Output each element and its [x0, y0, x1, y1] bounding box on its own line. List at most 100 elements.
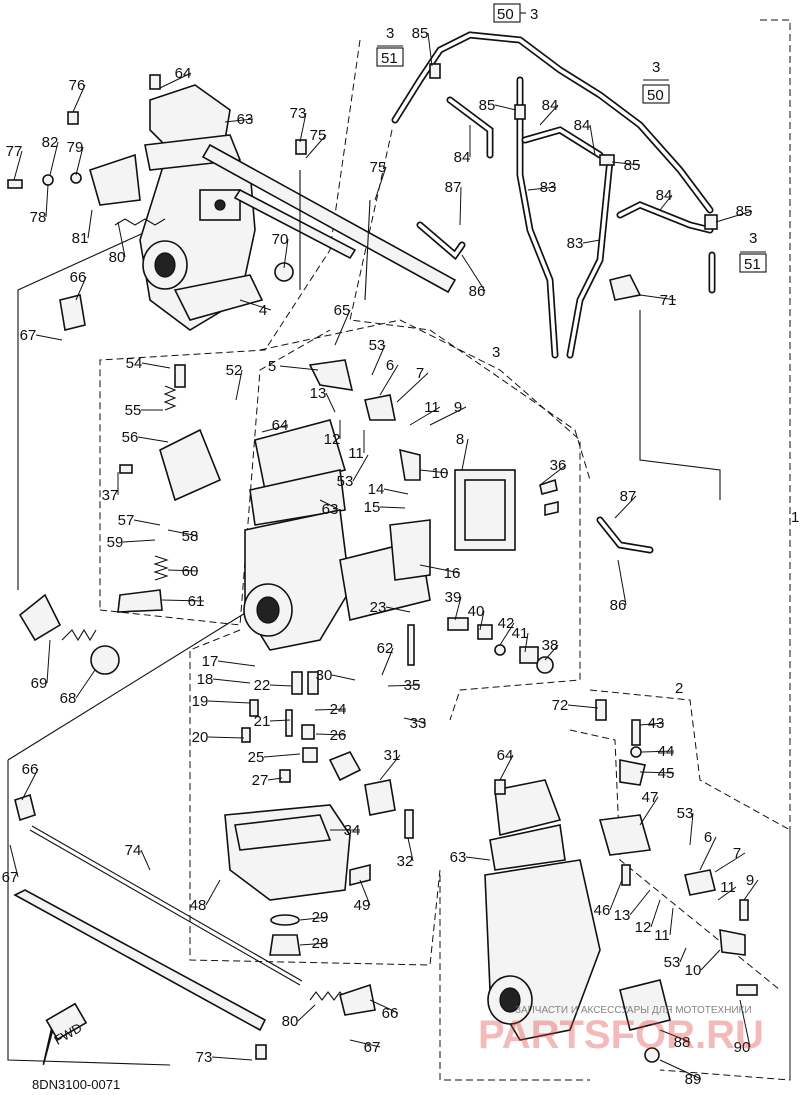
- part-number-77: 77: [6, 143, 23, 160]
- part-number-59: 59: [107, 534, 124, 551]
- float-bowl: [224, 804, 351, 956]
- part-number-58: 58: [182, 528, 199, 545]
- part-number-73: 73: [290, 105, 307, 122]
- leader-line: [387, 684, 421, 687]
- part-number-53: 53: [677, 805, 694, 822]
- part-number-13: 13: [614, 907, 631, 924]
- leader-line: [641, 750, 675, 753]
- part-number-86: 86: [469, 283, 486, 300]
- part-number-89: 89: [685, 1071, 702, 1088]
- leader-line: [383, 488, 409, 495]
- leader-line: [385, 606, 411, 613]
- leader-line: [269, 684, 293, 687]
- part-number-80: 80: [109, 249, 126, 266]
- part-number-85: 85: [736, 203, 753, 220]
- part-number-68: 68: [60, 690, 77, 707]
- assembly-label-3: 3: [492, 344, 500, 361]
- leader-line: [629, 889, 651, 916]
- part-number-69: 69: [31, 675, 48, 692]
- part-number-85: 85: [479, 97, 496, 114]
- part-number-14: 14: [368, 481, 385, 498]
- diagram-code: 8DN3100-0071: [32, 1077, 120, 1092]
- leader-line: [715, 210, 753, 223]
- part-number-4: 4: [259, 302, 267, 319]
- part-number-27: 27: [252, 772, 269, 789]
- ref-box-left: 3 51: [376, 25, 404, 67]
- leader-line: [454, 596, 462, 621]
- part-number-61: 61: [188, 593, 205, 610]
- part-number-88: 88: [674, 1034, 691, 1051]
- leader-line: [75, 276, 87, 301]
- assembly-label-1: 1: [791, 509, 799, 526]
- leader-line: [743, 879, 759, 901]
- leader-line: [299, 112, 307, 143]
- ref-box-far-right-bottom: 51: [744, 256, 761, 273]
- part-number-84: 84: [542, 97, 559, 114]
- leader-line: [379, 754, 401, 781]
- part-number-26: 26: [330, 727, 347, 744]
- leader-line: [235, 369, 243, 401]
- leader-line: [379, 506, 406, 509]
- leader-line: [429, 406, 467, 426]
- leader-line: [349, 1039, 381, 1048]
- part-number-6: 6: [704, 829, 712, 846]
- part-number-25: 25: [248, 749, 265, 766]
- part-number-10: 10: [685, 962, 702, 979]
- ref-box-right: 3 50: [642, 59, 670, 104]
- assembly-label-2: 2: [675, 680, 683, 697]
- watermark-subtitle: ЗАПЧАСТИ И АКСЕССУАРЫ ДЛЯ МОТОТЕХНИКИ: [515, 1005, 752, 1016]
- part-number-35: 35: [404, 677, 421, 694]
- part-number-56: 56: [122, 429, 139, 446]
- leader-line: [407, 837, 414, 862]
- leader-line: [494, 104, 517, 111]
- part-number-10: 10: [432, 465, 449, 482]
- leader-line: [133, 519, 161, 526]
- leader-line: [334, 309, 351, 346]
- leader-line: [87, 209, 93, 239]
- ref-box-right-top: 3: [652, 59, 660, 76]
- leader-line: [212, 678, 251, 684]
- part-number-30: 30: [316, 667, 333, 684]
- leader-line: [369, 999, 399, 1014]
- part-number-81: 81: [72, 230, 89, 247]
- ref-box-far-right-top: 3: [749, 230, 757, 247]
- part-number-84: 84: [454, 149, 471, 166]
- ref-box-top-number: 50: [497, 6, 514, 23]
- part-number-17: 17: [202, 653, 219, 670]
- part-number-74: 74: [125, 842, 142, 859]
- leader-line: [639, 771, 675, 774]
- part-number-85: 85: [624, 157, 641, 174]
- part-number-12: 12: [635, 919, 652, 936]
- leader-line: [159, 72, 192, 89]
- assembly-boundaries: [99, 19, 791, 1081]
- leader-line: [609, 879, 623, 911]
- leader-line: [352, 454, 369, 482]
- part-number-65: 65: [334, 302, 351, 319]
- ref-box-right-bottom: 50: [647, 87, 664, 104]
- carburetor-top: [89, 84, 264, 331]
- part-number-42: 42: [498, 615, 515, 632]
- leader-line: [263, 753, 301, 758]
- part-number-19: 19: [192, 693, 209, 710]
- leader-line: [269, 719, 291, 722]
- part-number-21: 21: [254, 713, 271, 730]
- part-number-41: 41: [512, 625, 529, 642]
- part-number-48: 48: [190, 897, 207, 914]
- leader-line: [239, 299, 272, 311]
- part-number-87: 87: [445, 179, 462, 196]
- leader-line: [207, 736, 245, 739]
- leader-line: [299, 942, 329, 946]
- part-number-83: 83: [540, 179, 557, 196]
- part-number-7: 7: [733, 845, 741, 862]
- carburetor-middle: [243, 419, 516, 651]
- part-number-11: 11: [654, 927, 670, 944]
- leader-line: [297, 1004, 316, 1022]
- throttle-rod: [13, 825, 303, 1032]
- leader-line: [659, 1029, 691, 1043]
- part-number-45: 45: [658, 765, 675, 782]
- part-number-87: 87: [620, 488, 637, 505]
- small-parts: [7, 74, 758, 1063]
- part-number-70: 70: [272, 231, 289, 248]
- leader-line: [714, 852, 746, 873]
